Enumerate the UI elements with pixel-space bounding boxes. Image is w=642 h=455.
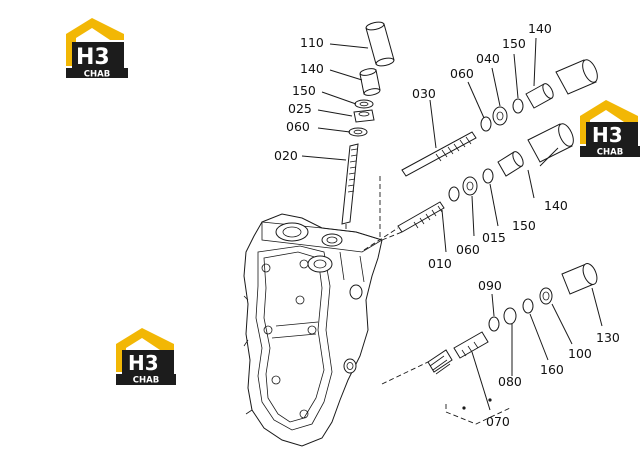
top-vertical-assembly bbox=[341, 21, 395, 232]
part-label-010: 010 bbox=[428, 256, 452, 271]
part-label-030: 030 bbox=[412, 86, 436, 101]
part-label-040: 040 bbox=[476, 51, 500, 66]
middle-shaft-assembly bbox=[397, 123, 574, 233]
logo-caption-text: CHAB bbox=[133, 376, 159, 386]
brand-logo-right: H3 CHAB bbox=[580, 100, 640, 158]
brand-logo-bottom-left: H3 CHAB bbox=[116, 328, 176, 386]
logo-mark-text: H3 bbox=[592, 123, 623, 147]
part-label-130: 130 bbox=[596, 330, 620, 345]
part-label-060: 060 bbox=[286, 119, 310, 134]
part-label-140: 140 bbox=[544, 198, 568, 213]
part-label-090: 090 bbox=[478, 278, 502, 293]
part-label-140: 140 bbox=[300, 61, 324, 76]
part-label-150: 150 bbox=[292, 83, 316, 98]
part-label-150: 150 bbox=[502, 36, 526, 51]
part-label-015: 015 bbox=[482, 230, 506, 245]
logo-caption-text: CHAB bbox=[597, 148, 623, 158]
part-label-060: 060 bbox=[450, 66, 474, 81]
brand-logo-top-left: H3 CHAB bbox=[66, 18, 128, 80]
upper-shaft-assembly bbox=[401, 59, 598, 177]
part-label-150: 150 bbox=[512, 218, 536, 233]
part-label-110: 110 bbox=[300, 35, 324, 50]
part-label-080: 080 bbox=[498, 374, 522, 389]
part-label-020: 020 bbox=[274, 148, 298, 163]
part-label-070: 070 bbox=[486, 414, 510, 429]
assembly-centre-lines bbox=[363, 176, 403, 251]
logo-caption-text: CHAB bbox=[84, 70, 110, 80]
part-label-100: 100 bbox=[568, 346, 592, 361]
logo-mark-text: H3 bbox=[76, 45, 110, 70]
valve-housing bbox=[243, 213, 383, 447]
lower-spring-assembly bbox=[381, 263, 598, 425]
leader-lines bbox=[301, 37, 603, 411]
part-labels: 110 140 150 025 060 020 030 060 040 150 … bbox=[274, 21, 620, 429]
part-label-060: 060 bbox=[456, 242, 480, 257]
part-label-140: 140 bbox=[528, 21, 552, 36]
part-label-160: 160 bbox=[540, 362, 564, 377]
part-label-025: 025 bbox=[288, 101, 312, 116]
logo-mark-text: H3 bbox=[128, 351, 159, 375]
